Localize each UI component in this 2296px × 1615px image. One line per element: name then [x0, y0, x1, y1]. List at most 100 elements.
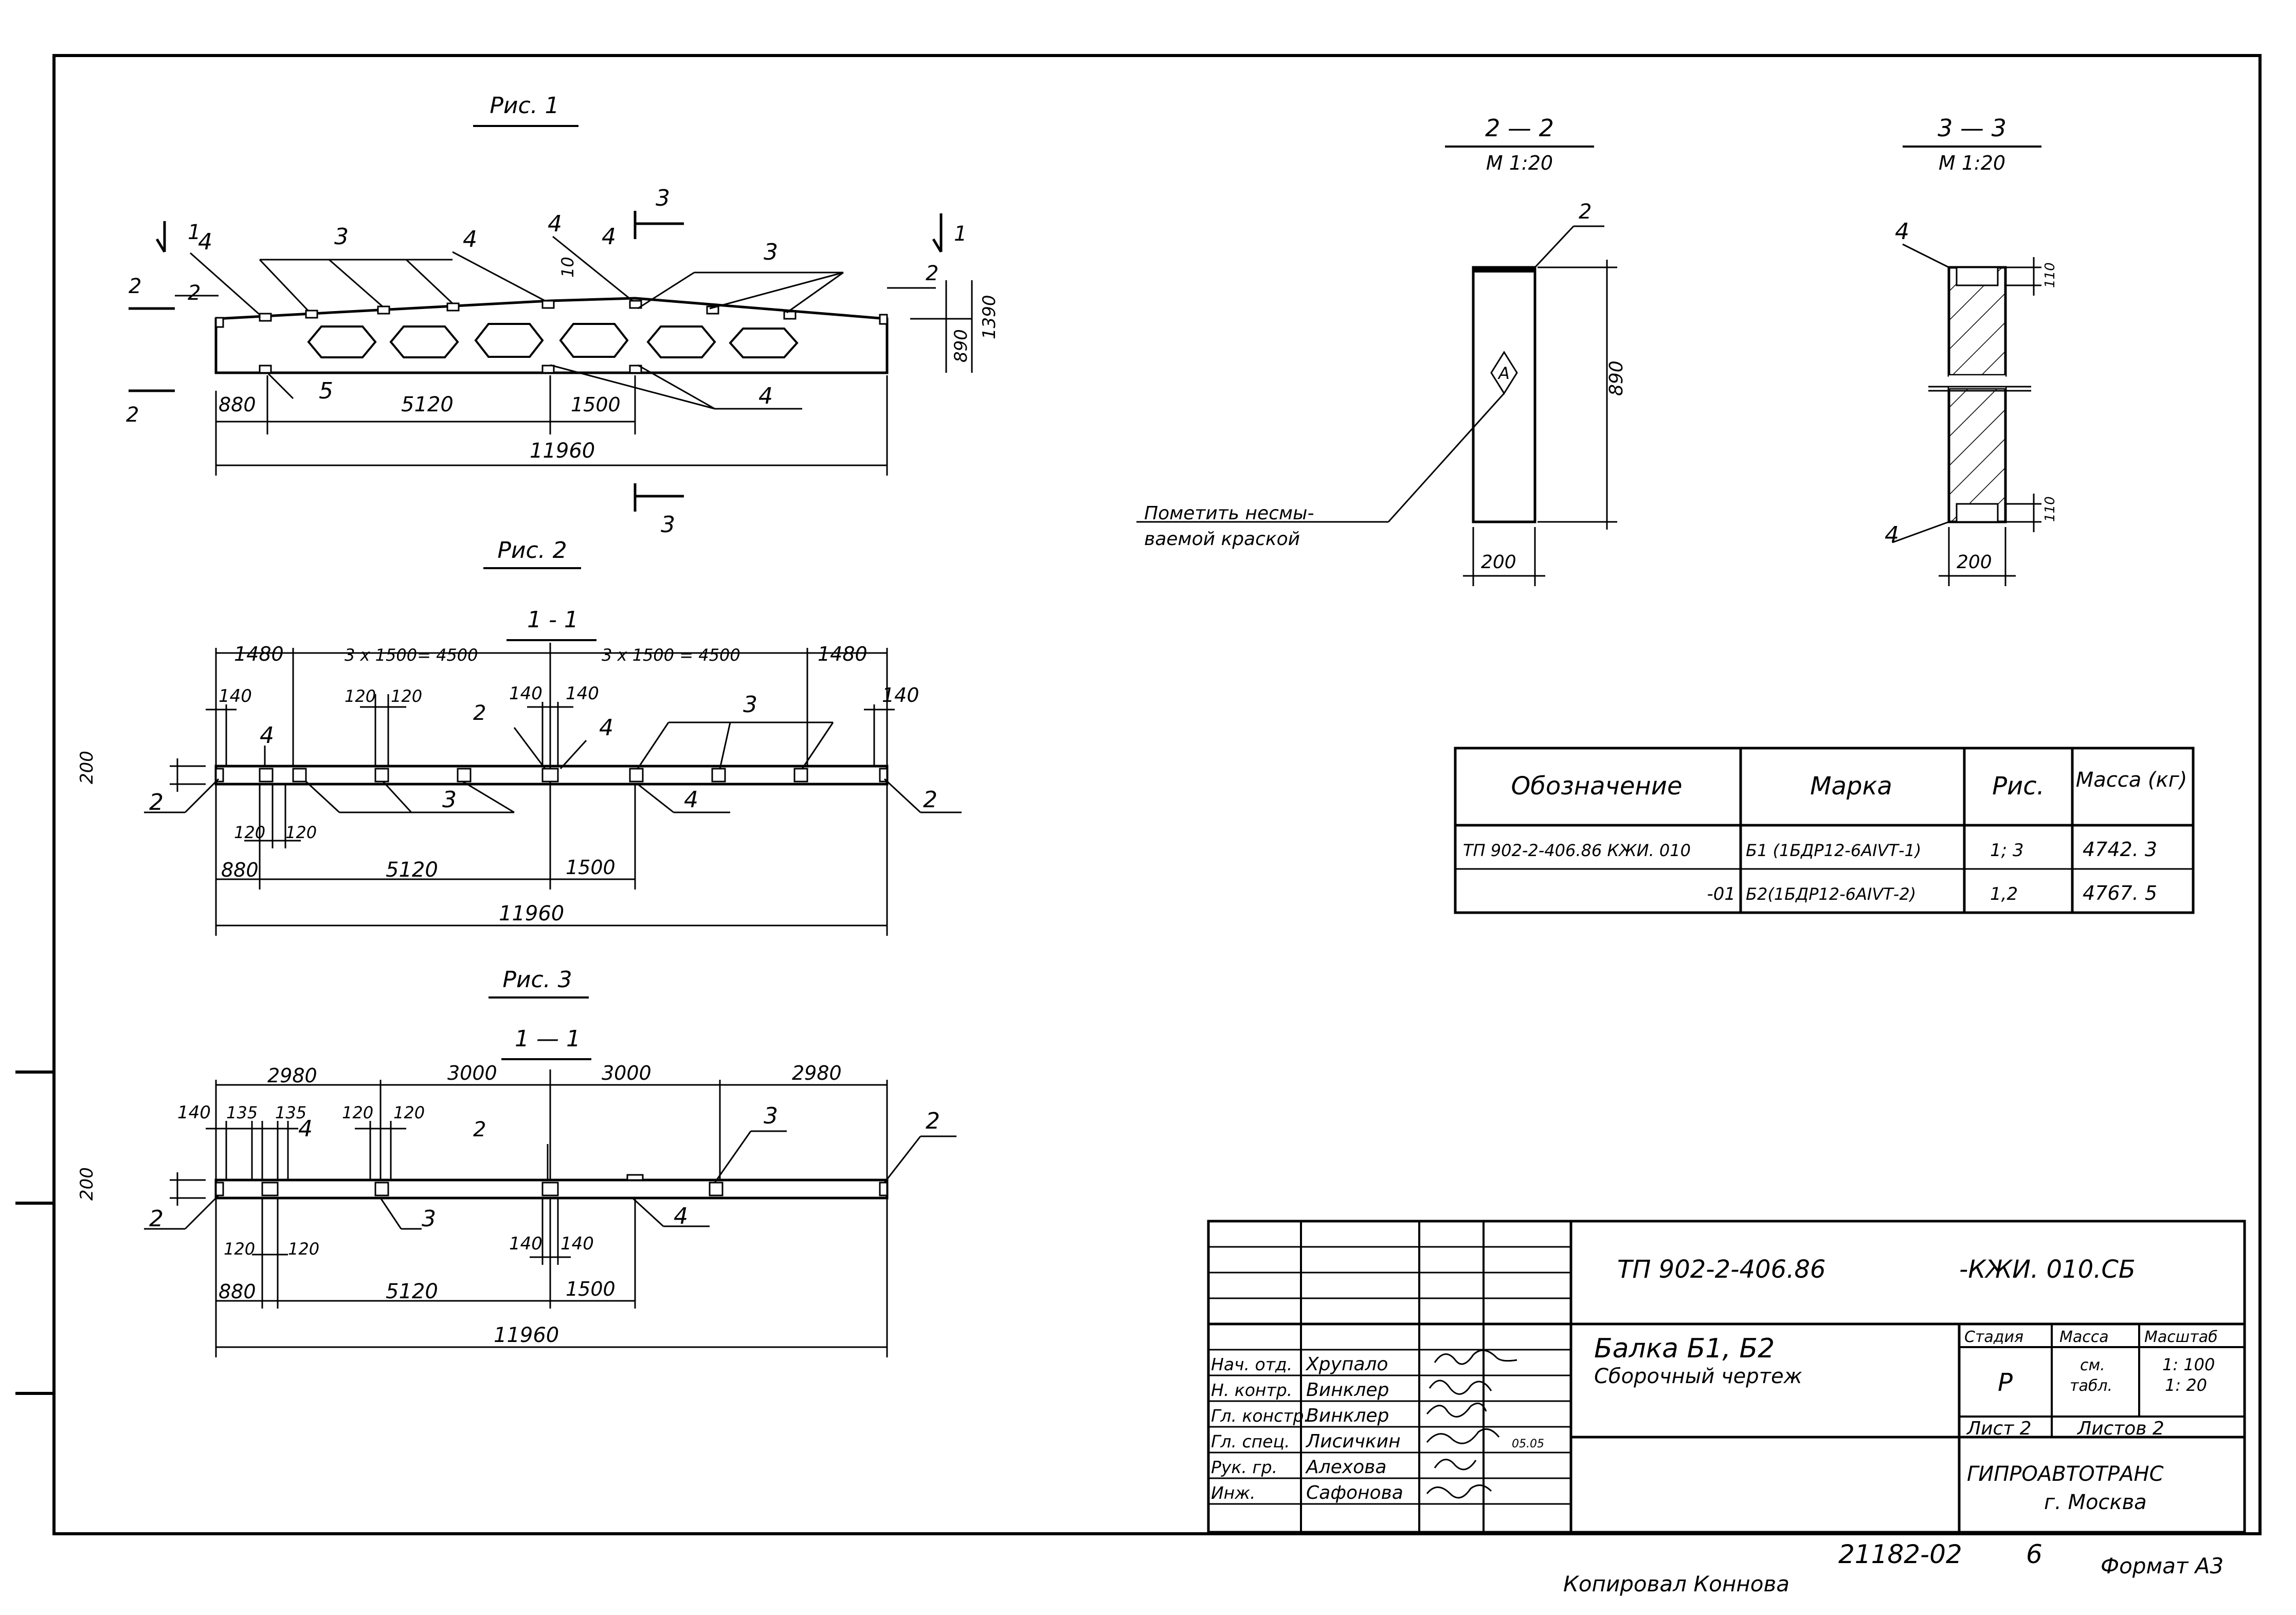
svg-text:11960: 11960 [499, 902, 564, 926]
svg-text:3: 3 [656, 185, 670, 211]
fig3-title: Рис. 3 [502, 967, 572, 993]
footer-format: Формат А3 [2101, 1553, 2223, 1578]
table-header: Марка [1810, 772, 1892, 801]
svg-text:1: 1 [954, 222, 967, 246]
svg-text:1: 20: 1: 20 [2165, 1375, 2207, 1395]
svg-text:140: 140 [509, 1233, 543, 1254]
svg-text:120: 120 [393, 1103, 425, 1122]
svg-text:120: 120 [391, 686, 422, 706]
section-3-3: 3 — 3 М 1:20 4 4 110 110 200 [1885, 114, 2058, 586]
svg-text:3: 3 [764, 239, 778, 265]
svg-text:2980: 2980 [267, 1064, 317, 1087]
svg-text:3: 3 [661, 512, 675, 538]
doc-title: Балка Б1, Б2 [1594, 1333, 1775, 1364]
svg-text:3 — 3: 3 — 3 [1938, 114, 2006, 142]
svg-text:Масштаб: Масштаб [2144, 1328, 2218, 1346]
svg-text:05.05: 05.05 [1512, 1438, 1544, 1450]
section-3-3-body-bottom [1947, 387, 2007, 523]
mass-table: Обозначение Марка Рис. Масса (кг) ТП 902… [1454, 747, 2195, 914]
table-cell: 1; 3 [1990, 840, 2024, 861]
svg-text:ваемой краской: ваемой краской [1144, 529, 1300, 550]
svg-text:1390: 1390 [979, 295, 1000, 339]
svg-text:Пометить несмы-: Пометить несмы- [1144, 503, 1314, 524]
svg-text:3: 3 [743, 692, 757, 718]
svg-text:135: 135 [275, 1103, 306, 1122]
svg-text:Гл. спец.: Гл. спец. [1211, 1431, 1290, 1451]
fig2-title: Рис. 2 [497, 537, 567, 564]
svg-text:140: 140 [509, 683, 543, 704]
svg-text:3: 3 [422, 1206, 436, 1232]
svg-text:5120: 5120 [386, 858, 438, 882]
svg-text:5: 5 [319, 378, 333, 404]
svg-text:890: 890 [1606, 360, 1627, 396]
svg-text:10: 10 [558, 257, 577, 278]
svg-text:А: А [1497, 364, 1510, 383]
doc-code-2: -КЖИ. 010.СБ [1959, 1255, 2136, 1284]
svg-text:1480: 1480 [234, 643, 284, 665]
svg-text:М 1:20: М 1:20 [1939, 152, 2005, 174]
svg-text:120: 120 [285, 823, 317, 842]
svg-text:4: 4 [674, 1203, 688, 1229]
svg-text:3 x 1500= 4500: 3 x 1500= 4500 [345, 645, 478, 665]
signatures [1426, 1349, 1517, 1499]
svg-text:2: 2 [126, 403, 139, 427]
beam-openings [307, 323, 799, 358]
svg-text:110: 110 [2042, 262, 2058, 288]
svg-text:3000: 3000 [447, 1062, 497, 1084]
svg-text:1480: 1480 [818, 643, 867, 665]
svg-text:1: 100: 1: 100 [2162, 1355, 2215, 1374]
svg-text:11960: 11960 [494, 1323, 559, 1347]
svg-text:120: 120 [224, 1239, 255, 1259]
svg-text:2: 2 [473, 701, 486, 725]
svg-text:140: 140 [219, 686, 252, 706]
fig1: Рис. 1 [126, 93, 1000, 538]
sheet-frame [52, 54, 2262, 1535]
svg-text:110: 110 [2042, 496, 2058, 522]
table-header: Обозначение [1511, 772, 1682, 801]
svg-text:4: 4 [602, 224, 616, 250]
svg-text:4: 4 [1895, 219, 1909, 245]
svg-text:3 x 1500 = 4500: 3 x 1500 = 4500 [602, 645, 740, 665]
svg-text:табл.: табл. [2070, 1377, 2112, 1395]
doc-code: ТП 902-2-406.86 [1617, 1255, 1825, 1284]
svg-text:120: 120 [345, 686, 376, 706]
svg-text:200: 200 [77, 751, 97, 784]
svg-text:120: 120 [342, 1103, 373, 1122]
table-cell: Б1 (1БДР12-6АIVТ-1) [1746, 841, 1921, 860]
svg-text:Лисичкин: Лисичкин [1305, 1431, 1401, 1452]
svg-text:120: 120 [288, 1239, 319, 1259]
svg-text:Масса: Масса [2059, 1328, 2109, 1346]
svg-text:880: 880 [219, 393, 256, 416]
svg-text:4: 4 [548, 211, 562, 237]
svg-text:5120: 5120 [401, 393, 454, 416]
embedded-plates [215, 300, 888, 374]
svg-text:3: 3 [334, 224, 349, 250]
svg-text:М 1:20: М 1:20 [1486, 152, 1553, 174]
svg-text:2 — 2: 2 — 2 [1485, 114, 1554, 142]
svg-text:4: 4 [298, 1116, 313, 1142]
svg-text:140: 140 [561, 1233, 594, 1254]
fig3: Рис. 3 1 — 1 [77, 967, 956, 1357]
svg-text:2980: 2980 [792, 1062, 842, 1084]
svg-text:5120: 5120 [386, 1280, 438, 1303]
beam-outline [214, 297, 889, 374]
fig1-title: Рис. 1 [490, 93, 559, 119]
svg-text:4: 4 [260, 722, 274, 749]
svg-text:3: 3 [442, 787, 457, 813]
svg-text:Р: Р [1998, 1368, 2013, 1397]
svg-text:2: 2 [926, 262, 938, 285]
svg-text:Нач. отд.: Нач. отд. [1211, 1354, 1292, 1374]
section-markers [129, 211, 943, 512]
svg-text:Хрупало: Хрупало [1305, 1354, 1388, 1375]
svg-text:200: 200 [1957, 552, 1992, 573]
svg-text:120: 120 [234, 823, 265, 842]
svg-text:1500: 1500 [566, 856, 616, 879]
svg-text:2: 2 [129, 275, 141, 298]
svg-text:ГИПРОАВТОТРАНС: ГИПРОАВТОТРАНС [1967, 1462, 2164, 1486]
fig2-section: 1 - 1 [527, 607, 578, 633]
svg-text:140: 140 [177, 1102, 211, 1123]
table-cell: -01 [1707, 884, 1735, 904]
svg-text:1: 1 [188, 221, 201, 244]
svg-text:2: 2 [149, 789, 164, 815]
